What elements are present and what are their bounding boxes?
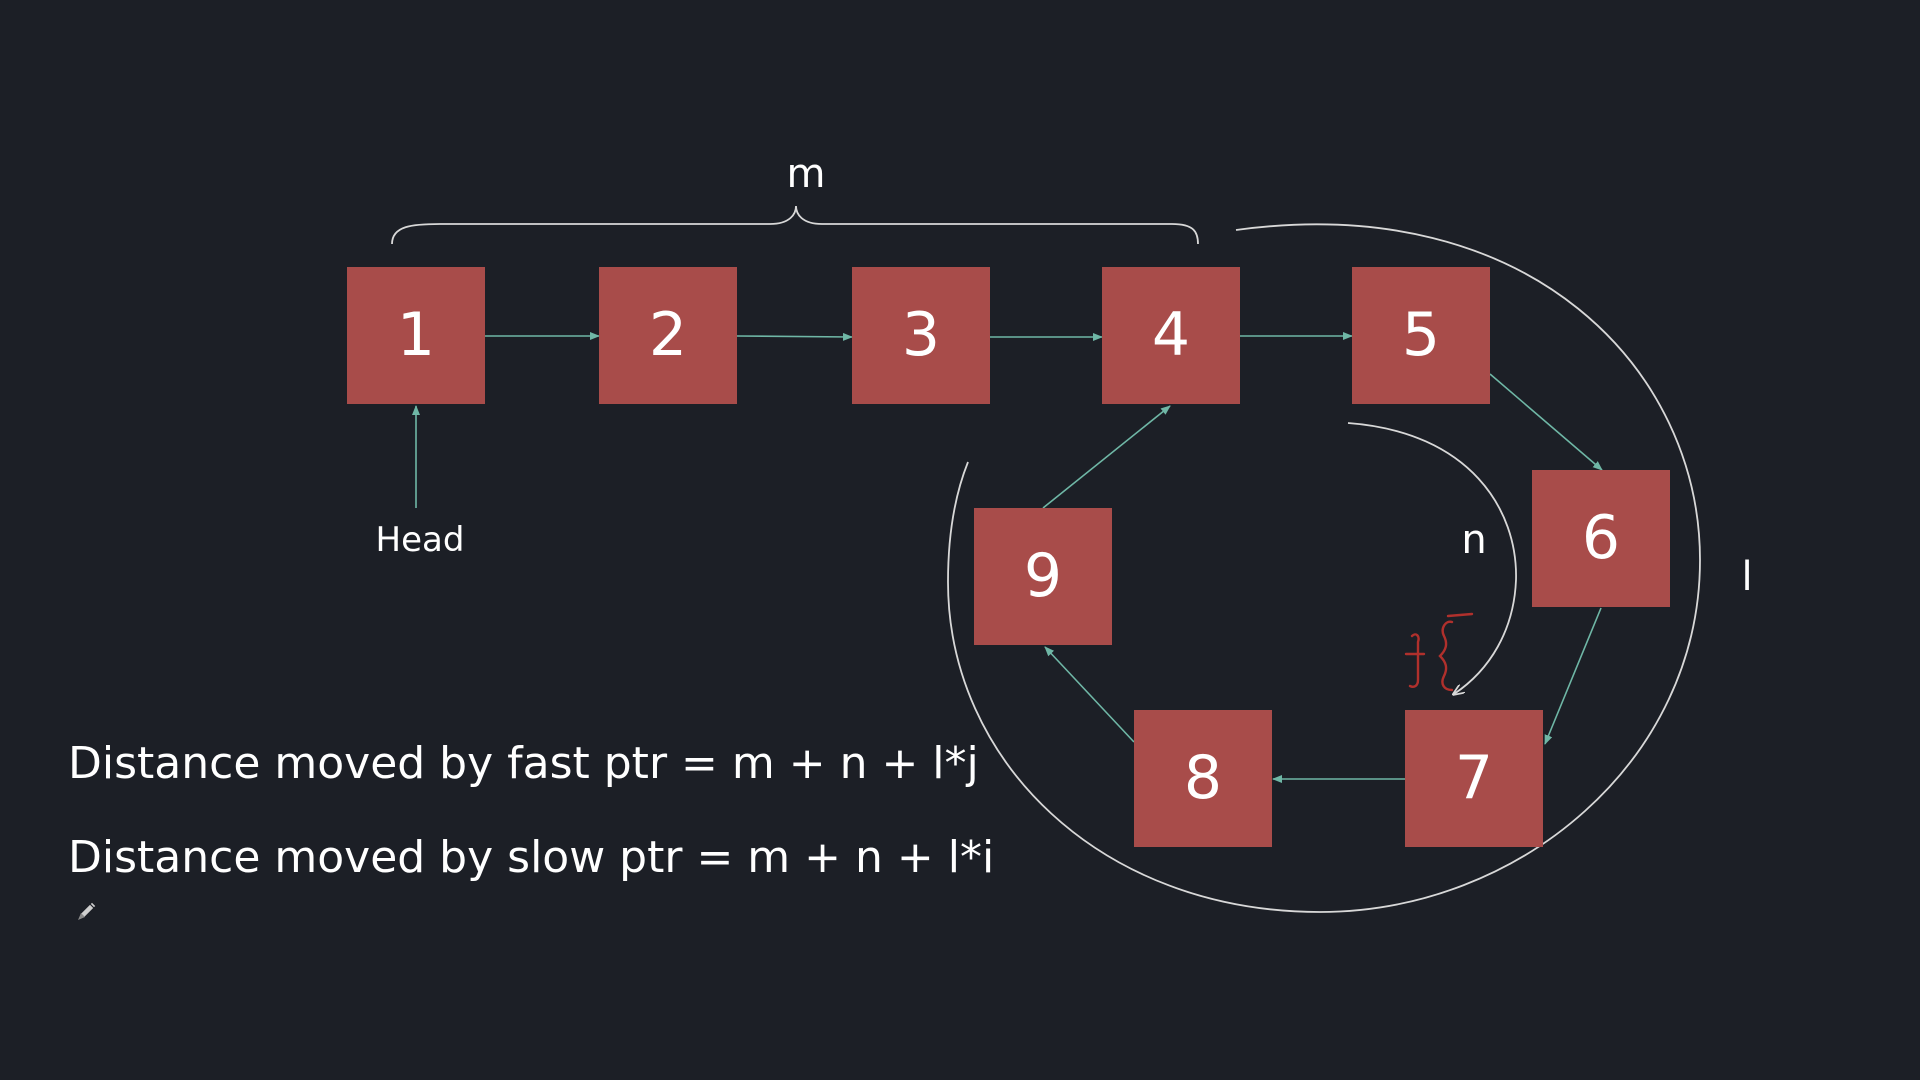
node-3: 3: [852, 267, 990, 404]
m-label: m: [787, 151, 826, 197]
node-6: 6: [1532, 470, 1670, 607]
edges: [412, 332, 1603, 783]
node-9-label: 9: [1024, 541, 1062, 611]
edge-9-4: [1042, 405, 1171, 509]
pencil-icon: [76, 901, 97, 922]
edge-6-7: [1544, 607, 1602, 745]
handwritten-scribble: [1404, 612, 1474, 692]
edge-8-9: [1044, 646, 1135, 743]
node-8-label: 8: [1184, 743, 1222, 813]
node-2: 2: [599, 267, 737, 404]
node-1-label: 1: [397, 300, 435, 370]
node-8: 8: [1134, 710, 1272, 847]
m-brace: [391, 205, 1199, 245]
node-5-label: 5: [1402, 300, 1440, 370]
fast-pointer-formula: Distance moved by fast ptr = m + n + l*j: [68, 738, 979, 789]
l-label: l: [1741, 554, 1752, 600]
node-2-label: 2: [649, 300, 687, 370]
node-4: 4: [1102, 267, 1240, 404]
node-1: 1: [347, 267, 485, 404]
node-6-label: 6: [1582, 503, 1620, 573]
node-7: 7: [1405, 710, 1543, 847]
slow-pointer-formula: Distance moved by slow ptr = m + n + l*i: [68, 832, 995, 883]
node-5: 5: [1352, 267, 1490, 404]
n-arc: [1347, 422, 1517, 694]
node-9: 9: [974, 508, 1112, 645]
head-label: Head: [376, 520, 465, 560]
l-loop: [947, 223, 1701, 913]
edge-5-6: [1489, 373, 1603, 471]
node-7-label: 7: [1455, 743, 1493, 813]
node-3-label: 3: [902, 300, 940, 370]
n-label: n: [1461, 517, 1486, 563]
node-4-label: 4: [1152, 300, 1190, 370]
edge-2-3: [736, 332, 853, 341]
